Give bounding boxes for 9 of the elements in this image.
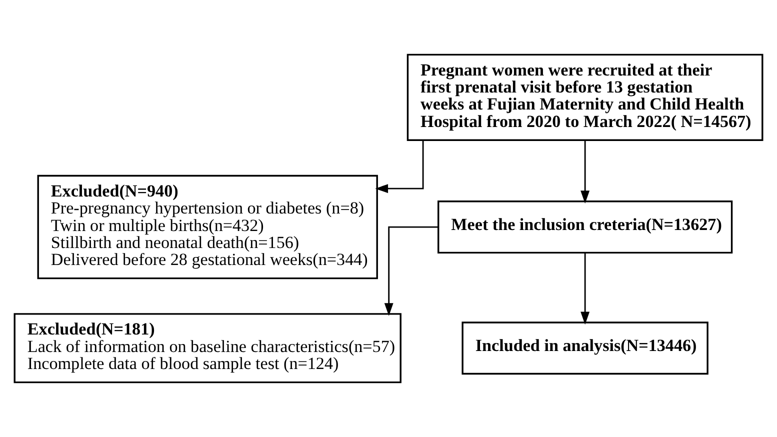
arrow <box>375 140 424 194</box>
node-box: Included in analysis(N=13446) <box>462 322 708 375</box>
node-box: Excluded(N=181) Lack of information on baseline characteristics(n=57) Incomplete data of blood sample test (n=124) <box>14 313 402 384</box>
arrow <box>384 226 438 316</box>
arrow <box>580 252 590 325</box>
node-box: Pregnant women were recruited at their first prenatal visit before 13 gestation weeks at Fujian Maternity and Child Health Hospital from 2020 to March 2022( N=14567) <box>406 54 764 142</box>
node-box: Meet the inclusion creteria(N=13627) <box>438 200 733 254</box>
node-box: Excluded(N=940) Pre-pregnancy hypertension or diabetes (n=8) Twin or multiple births(n=432) Stillbirth and neonatal death(n=156) Delivered before 28 gestational weeks(n=344) <box>37 174 378 280</box>
arrow <box>580 140 590 204</box>
